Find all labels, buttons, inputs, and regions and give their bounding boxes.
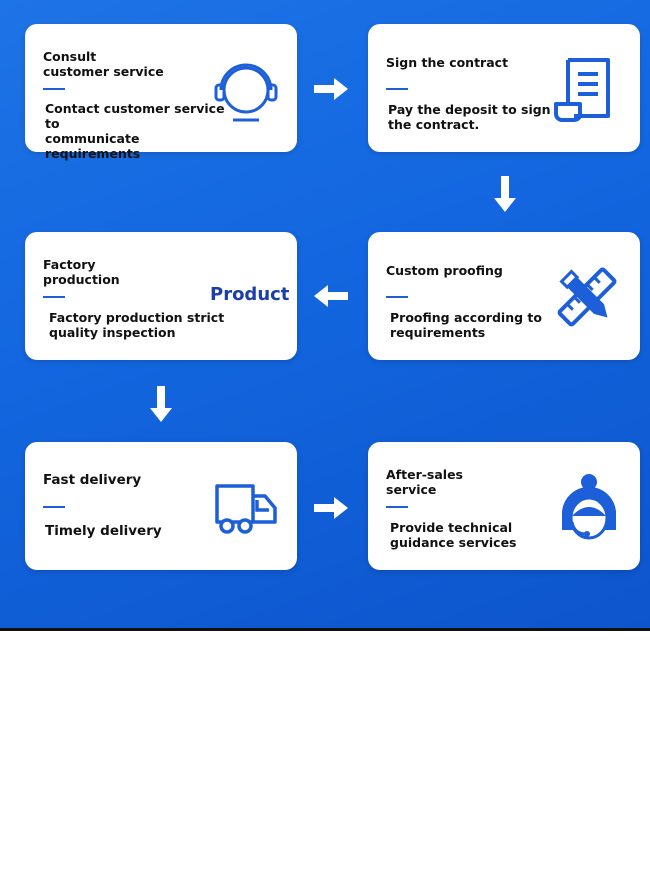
step-description: Contact customer service to communicate …: [45, 101, 225, 161]
step-description: Pay the deposit to sign the contract.: [388, 102, 551, 132]
title-underline: [386, 296, 408, 298]
step-title: Factory production: [43, 257, 120, 287]
product-label: Product: [210, 284, 290, 305]
title-underline: [43, 506, 65, 508]
contract-document-icon: [554, 58, 610, 122]
pencil-ruler-icon: [557, 267, 617, 327]
delivery-truck-icon: [215, 484, 277, 534]
arrow-down-icon: [150, 386, 172, 422]
title-underline: [386, 506, 408, 508]
step-description: Provide technical guidance services: [390, 520, 517, 550]
step-title: Fast delivery: [43, 472, 142, 488]
step-consult-customer-service: Consult customer service Contact custome…: [25, 24, 297, 161]
title-underline: [386, 88, 408, 90]
step-custom-proofing: Custom proofing Proofing according to re…: [368, 232, 640, 360]
step-title: Sign the contract: [386, 55, 509, 70]
support-agent-icon: [562, 474, 616, 540]
step-title: Consult customer service: [43, 49, 164, 79]
arrow-down-icon: [494, 176, 516, 212]
arrow-right-icon: [314, 497, 348, 519]
title-underline: [43, 88, 65, 90]
step-title: After-sales service: [386, 467, 463, 497]
process-flow-panel: Consult customer service Contact custome…: [0, 0, 650, 631]
step-factory-production: Factory production Factory production st…: [25, 232, 297, 360]
headset-icon: [214, 63, 278, 122]
step-sign-the-contract: Sign the contract Pay the deposit to sig…: [368, 24, 640, 152]
step-description: Factory production strict quality inspec…: [49, 310, 225, 340]
arrow-right-icon: [314, 78, 348, 100]
arrow-left-icon: [314, 285, 348, 307]
step-after-sales-service: After-sales service Provide technical gu…: [368, 442, 640, 570]
step-description: Timely delivery: [45, 523, 162, 539]
title-underline: [43, 296, 65, 298]
step-fast-delivery: Fast delivery Timely delivery: [25, 442, 297, 570]
step-title: Custom proofing: [386, 263, 503, 278]
step-description: Proofing according to requirements: [390, 310, 542, 340]
